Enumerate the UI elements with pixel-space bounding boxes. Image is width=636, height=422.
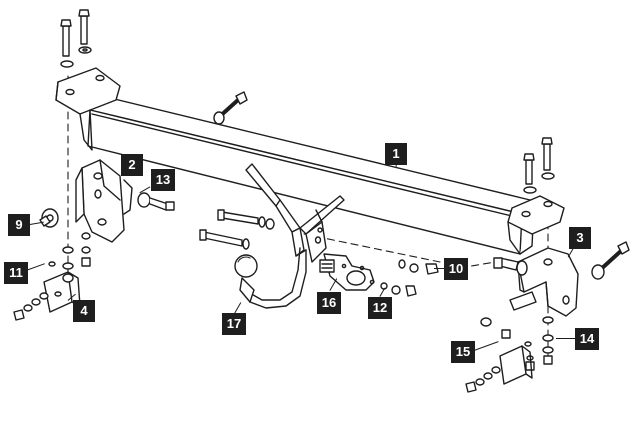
- center-bolts: [199, 209, 275, 250]
- callout-17: 17: [222, 313, 246, 335]
- right-top-bolts: [523, 137, 555, 194]
- leader-14: [556, 338, 576, 340]
- callout-10: 10: [444, 258, 468, 280]
- callout-9: 9: [8, 214, 30, 236]
- callout-13: 13: [151, 169, 175, 191]
- center-top-bolt: [213, 91, 248, 125]
- right-hardware: [480, 241, 630, 371]
- callout-14: 14: [575, 328, 599, 350]
- right-side-bracket: [509, 247, 579, 317]
- callout-4: 4: [73, 300, 95, 322]
- callout-3: 3: [569, 227, 591, 249]
- tow-ball-mount: [234, 163, 345, 309]
- socket-plate: [305, 209, 327, 263]
- leader-10: [434, 268, 446, 270]
- right-lower-bracket: [465, 345, 533, 393]
- left-hardware: [13, 192, 175, 321]
- callout-11: 11: [4, 262, 28, 284]
- left-side-bracket: [75, 159, 133, 243]
- electrical-socket-plate: [319, 253, 375, 291]
- callout-2: 2: [121, 154, 143, 176]
- callout-16: 16: [317, 292, 341, 314]
- left-beam-end-plate: [55, 67, 121, 151]
- left-top-bolts: [60, 9, 92, 68]
- callout-12: 12: [368, 297, 392, 319]
- center-right-hardware: [380, 259, 439, 297]
- callout-1: 1: [385, 143, 407, 165]
- callout-15: 15: [451, 341, 475, 363]
- right-beam-end-plate: [507, 195, 565, 255]
